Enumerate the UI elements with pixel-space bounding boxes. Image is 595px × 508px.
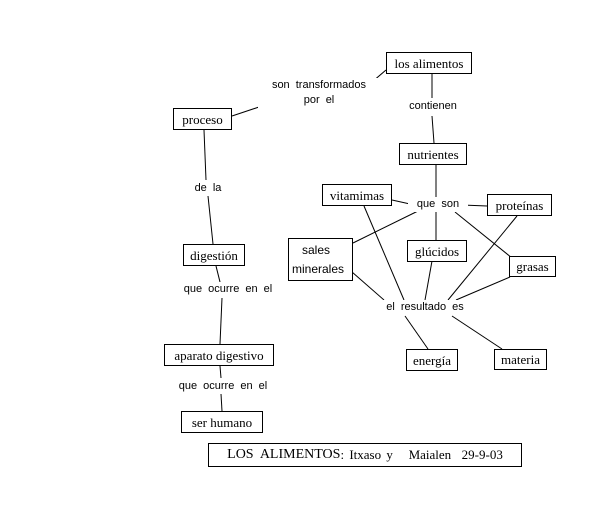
concept-grasas: grasas <box>509 256 556 277</box>
concept-energia: energía <box>406 349 458 371</box>
edge-vitaminas-resultado <box>363 205 405 301</box>
edge-transformados-proceso <box>231 105 263 117</box>
link-transformados-line1: son transformados <box>271 79 367 91</box>
edge-ocurre2-ser <box>220 393 223 412</box>
concept-sales-line2: minerales <box>292 261 345 276</box>
concept-glucidos: glúcidos <box>407 240 467 262</box>
edge-proteinas-resultado <box>447 215 518 301</box>
link-label-que-ocurre-2: que ocurre en el <box>166 379 280 394</box>
edge-queson-sales <box>352 210 419 244</box>
edge-sales-resultado <box>351 271 385 301</box>
link-label-transformados: son transformados por el <box>258 78 380 108</box>
concept-materia: materia <box>494 349 547 370</box>
concept-aparato-digestivo: aparato digestivo <box>164 344 274 366</box>
edge-proceso-dela <box>203 129 207 181</box>
edge-queson-vitaminas <box>391 199 411 205</box>
edge-queson-grasas <box>454 211 513 259</box>
concept-proceso: proceso <box>173 108 232 130</box>
concept-proteinas: proteínas <box>487 194 552 216</box>
link-label-que-ocurre-1: que ocurre en el <box>174 282 282 297</box>
link-transformados-line2: por el <box>303 94 335 106</box>
concept-vitaminas: vitamimas <box>322 184 392 206</box>
edge-digestion-ocurre <box>215 265 221 283</box>
link-label-que-son: que son <box>408 197 468 212</box>
edge-resultado-materia <box>451 315 503 350</box>
concept-ser-humano: ser humano <box>181 411 263 433</box>
link-label-de-la: de la <box>184 181 232 196</box>
edge-glucidos-resultado <box>424 260 433 301</box>
edge-dela-digestion <box>207 195 214 245</box>
concept-sales-minerales: sales minerales <box>288 238 353 281</box>
link-label-contienen: contienen <box>398 99 468 114</box>
edge-aparato-ocurre2 <box>219 365 222 379</box>
edge-grasas-resultado <box>455 276 511 301</box>
edge-resultado-energia <box>404 315 429 350</box>
caption-title: LOS ALIMENTOS <box>227 447 341 462</box>
concept-nutrientes: nutrientes <box>399 143 467 165</box>
edge-ocurre-aparato <box>219 297 223 345</box>
link-label-resultado: el resultado es <box>375 300 475 315</box>
caption-authors: : Itxaso y Maialen 29-9-03 <box>340 447 503 462</box>
concept-digestion: digestión <box>183 244 245 266</box>
concept-los-alimentos: los alimentos <box>386 52 472 74</box>
edge-contienen-nutrientes <box>431 115 435 144</box>
concept-sales-line1: sales <box>302 242 331 257</box>
diagram-caption: LOS ALIMENTOS: Itxaso y Maialen 29-9-03 <box>208 443 522 467</box>
